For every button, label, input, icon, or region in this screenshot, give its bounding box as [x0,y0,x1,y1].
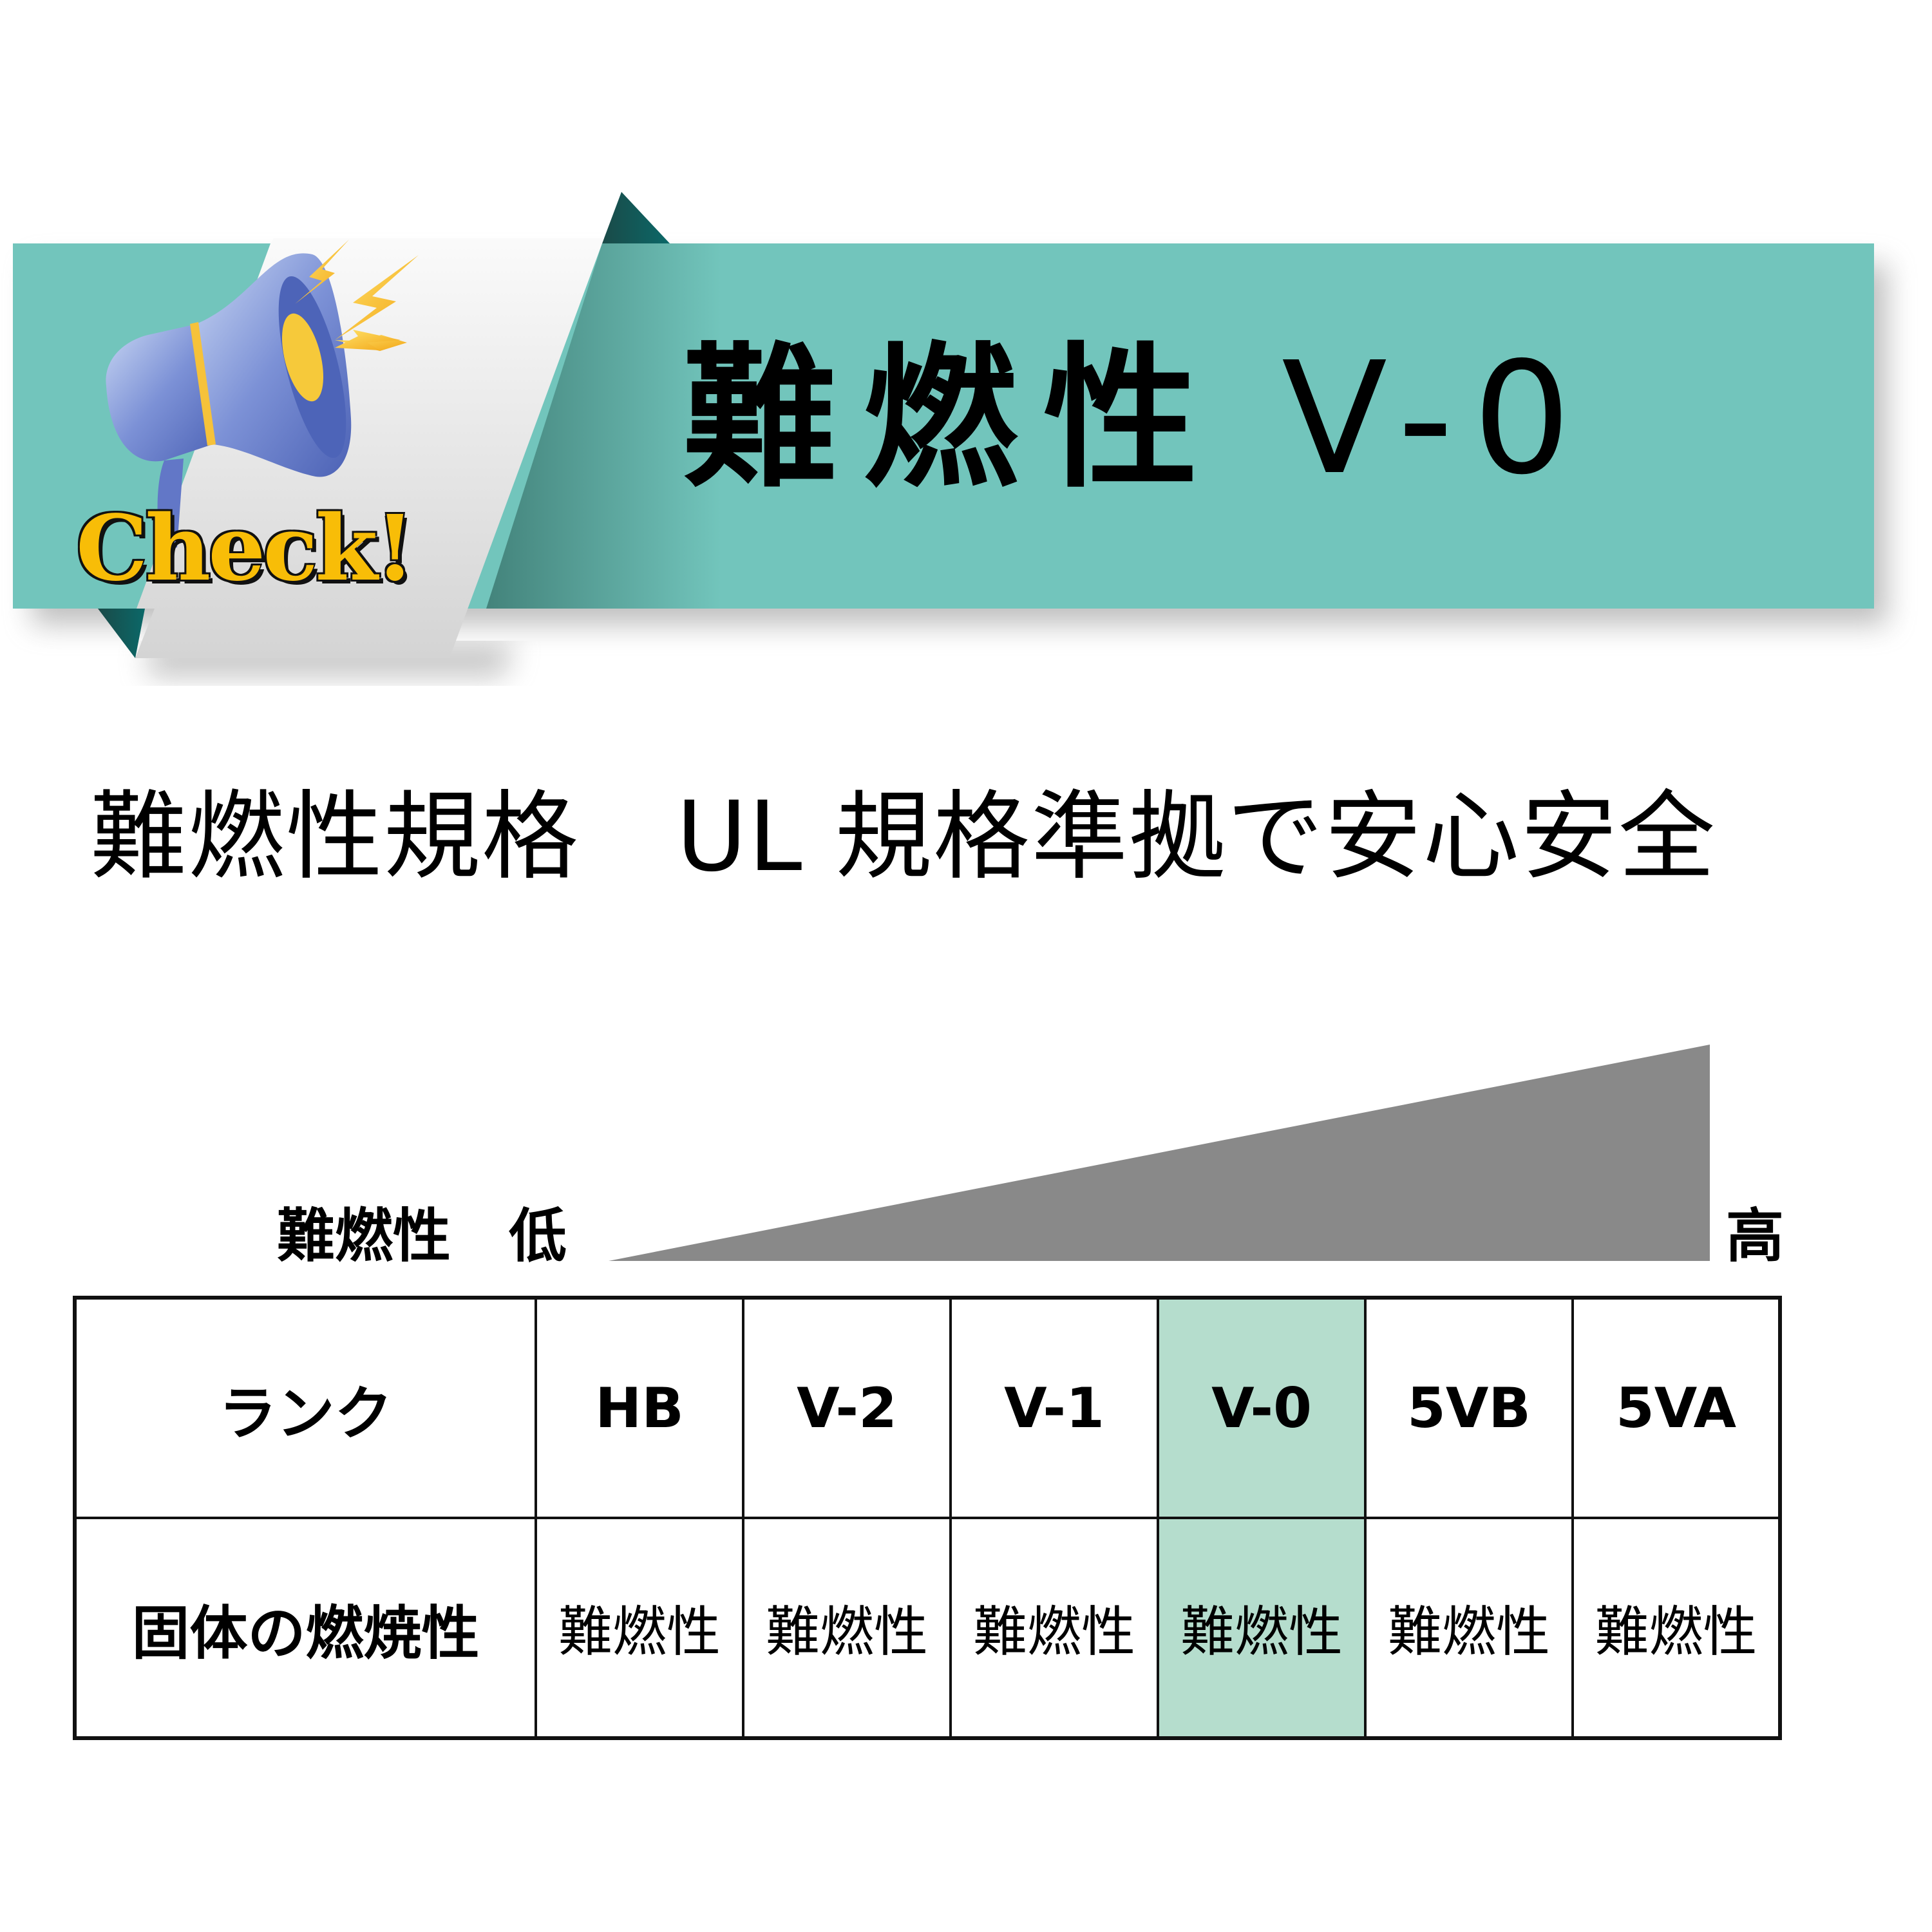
rank-cell: HB [535,1296,744,1519]
title-code: V-0 [1282,328,1591,509]
increasing-triangle [609,1045,1710,1261]
check-badge-text: Check! [76,496,415,601]
value-cell: 難燃性 [535,1517,744,1739]
table-row-rank: ランク HB V-2 V-1 V-0 5VB 5VA [73,1296,1781,1519]
banner-graphic [13,192,1887,676]
bottom-flap [98,609,145,658]
rank-cell: V-1 [949,1296,1159,1519]
rank-table: ランク HB V-2 V-1 V-0 5VB 5VA 固体の燃焼性 難燃性 難燃… [73,1296,1782,1740]
subtitle-part2: UL 規格準拠で安心安全 [676,781,1717,893]
rank-cell-highlighted: V-0 [1157,1296,1367,1519]
lightning-icon [295,240,419,351]
value-cell: 難燃性 [1364,1517,1574,1739]
row-header-combustibility: 固体の燃焼性 [73,1517,537,1739]
scale-high-label: 高 [1726,1202,1784,1270]
subtitle: 難燃性規格 UL 規格準拠で安心安全 [90,782,1716,892]
title-text: 難燃性 [683,328,1224,509]
value-cell: 難燃性 [949,1517,1159,1739]
value-cell-highlighted: 難燃性 [1157,1517,1367,1739]
rank-cell: 5VB [1364,1296,1574,1519]
row-header-rank: ランク [73,1296,537,1519]
top-flap [602,192,670,243]
value-cell: 難燃性 [1571,1517,1781,1739]
megaphone-icon [106,253,352,551]
scale-graphic [609,1045,1710,1261]
scale-low: 低 [509,1202,567,1270]
page-title: 難燃性 V-0 [683,322,1765,515]
table-row-combustibility: 固体の燃焼性 難燃性 難燃性 難燃性 難燃性 難燃性 難燃性 [73,1517,1781,1739]
value-cell: 難燃性 [742,1517,952,1739]
rank-cell: 5VA [1571,1296,1781,1519]
subtitle-part1: 難燃性規格 [90,781,580,893]
scale-label: 難燃性 [277,1202,451,1270]
rank-cell: V-2 [742,1296,952,1519]
scale-low-label: 難燃性低 [277,1204,567,1269]
